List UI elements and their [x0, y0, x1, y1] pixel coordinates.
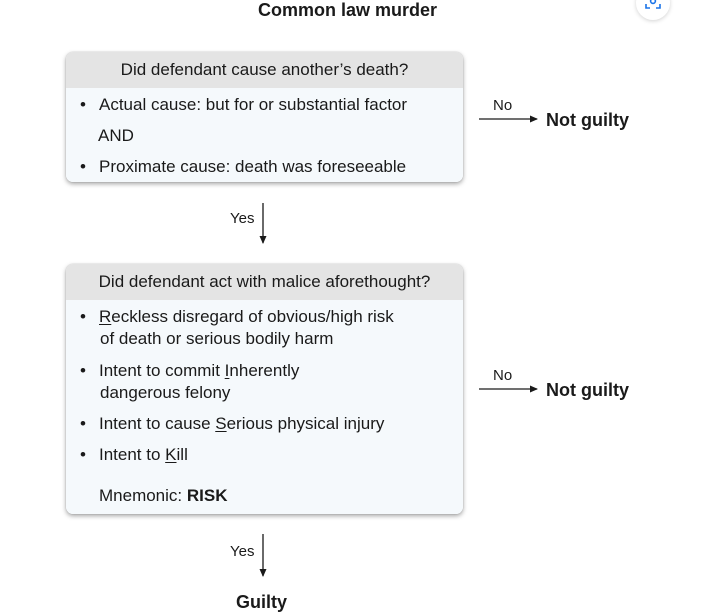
felony-item-line1: Intent to commit Inherently [99, 361, 300, 380]
yes-label: Yes [230, 210, 255, 227]
no-label: No [493, 97, 513, 114]
bullet-icon: • [80, 414, 86, 433]
felony-item-line2: dangerous felony [100, 383, 231, 402]
bullet-icon: • [80, 445, 86, 464]
bullet-icon: • [80, 307, 86, 326]
mnemonic-line: Mnemonic: RISK [99, 486, 228, 505]
causation-question-heading: Did defendant cause another’s death? [66, 52, 463, 88]
serious-injury-item: Intent to cause Serious physical injury [99, 414, 385, 433]
mnemonic-letter-r: R [99, 307, 112, 326]
intent-to-kill-item: Intent to Kill [99, 445, 188, 464]
mnemonic-value: RISK [186, 486, 228, 505]
mnemonic-letter-s: S [215, 414, 227, 433]
reckless-item-line1: Reckless disregard of obvious/high risk [99, 307, 394, 326]
bullet-icon: • [80, 361, 86, 380]
not-guilty-outcome: Not guilty [546, 380, 629, 400]
actual-cause-item: Actual cause: but for or substantial fac… [99, 95, 408, 114]
bullet-icon: • [80, 95, 86, 114]
mnemonic-letter-i: I [224, 361, 230, 380]
no-label: No [493, 367, 513, 384]
reckless-item-line2: of death or serious bodily harm [100, 329, 334, 348]
malice-question-heading: Did defendant act with malice aforethoug… [66, 264, 463, 300]
malice-question-box: Did defendant act with malice aforethoug… [66, 264, 463, 514]
image-search-button[interactable] [636, 0, 670, 20]
proximate-cause-item: Proximate cause: death was foreseeable [99, 157, 407, 176]
image-search-icon [644, 0, 662, 15]
causation-question-box: Did defendant cause another’s death? • A… [66, 52, 463, 182]
not-guilty-outcome: Not guilty [546, 110, 629, 130]
bullet-icon: • [80, 157, 86, 176]
guilty-outcome: Guilty [236, 592, 288, 612]
mnemonic-letter-k: K [165, 445, 177, 464]
and-connector: AND [98, 126, 134, 145]
diagram-title: Common law murder [257, 0, 438, 20]
yes-label: Yes [230, 543, 255, 560]
